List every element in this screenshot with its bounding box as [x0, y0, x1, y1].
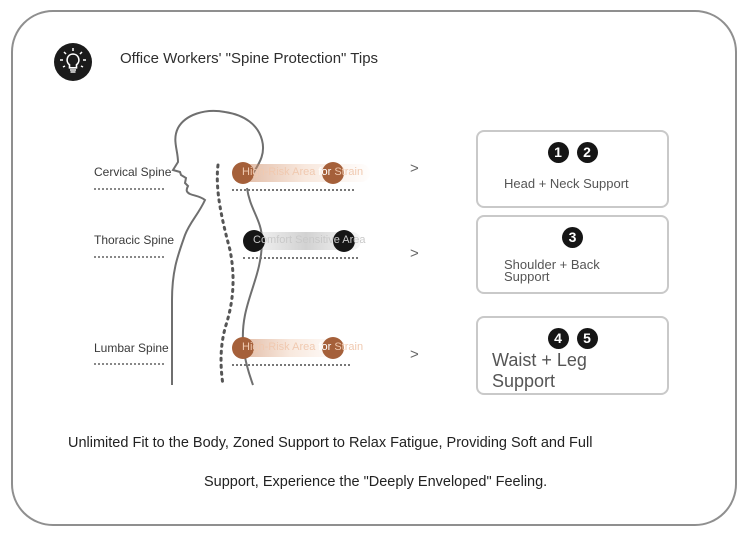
- thoracic-spine-label: Thoracic Spine: [94, 233, 175, 247]
- card-label-line: Waist + Leg: [492, 350, 587, 370]
- zone-marker: [333, 230, 355, 252]
- card-label: Shoulder + Back Support: [504, 257, 600, 284]
- support-card-shoulder-back: 3 Shoulder + Back Support: [476, 215, 669, 294]
- card-label-line: Support: [504, 269, 550, 284]
- comfort-zone-thoracic: Comfort Sensitive Area: [243, 230, 373, 259]
- cervical-spine-label: Cervical Spine: [94, 165, 172, 179]
- badge-group: 3: [478, 227, 667, 248]
- zone-marker: [232, 337, 254, 359]
- zone-marker: [243, 230, 265, 252]
- dotted-divider: [243, 257, 358, 259]
- high-risk-zone-cervical: High-Risk Area for Strain: [232, 162, 370, 191]
- dotted-divider: [94, 363, 164, 365]
- zone-text: Comfort Sensitive Area: [253, 234, 366, 246]
- zone-marker: [232, 162, 254, 184]
- dotted-divider: [232, 364, 350, 366]
- arrow-icon: >: [410, 346, 419, 363]
- footer-text-line1: Unlimited Fit to the Body, Zoned Support…: [68, 435, 593, 451]
- dotted-divider: [94, 256, 164, 258]
- zone-marker: [322, 337, 344, 359]
- zone-text: High-Risk Area for Strain: [242, 341, 364, 353]
- card-label: Head + Neck Support: [504, 176, 629, 191]
- card-label: Waist + Leg Support: [492, 350, 587, 392]
- lumbar-spine-label: Lumbar Spine: [94, 341, 169, 355]
- dotted-divider: [232, 189, 354, 191]
- number-badge: 1: [547, 142, 569, 163]
- number-badge: 4: [547, 328, 569, 349]
- zone-marker: [322, 162, 344, 184]
- page-title: Office Workers' "Spine Protection" Tips: [120, 50, 379, 67]
- number-badge: 3: [562, 227, 583, 248]
- number-badge: 2: [576, 142, 598, 163]
- footer-text-line2: Support, Experience the "Deeply Envelope…: [204, 474, 548, 490]
- zone-text: High-Risk Area for Strain: [242, 166, 364, 178]
- card-label-line: Support: [492, 371, 556, 391]
- number-badge: 5: [576, 328, 598, 349]
- card-label-line: Shoulder + Back: [504, 257, 600, 272]
- dotted-divider: [94, 188, 164, 190]
- lightbulb-icon: [54, 43, 92, 81]
- high-risk-zone-lumbar: High-Risk Area for Strain: [232, 337, 364, 366]
- arrow-icon: >: [410, 160, 419, 177]
- zone-band: [240, 339, 340, 357]
- arrow-icon: >: [410, 245, 419, 262]
